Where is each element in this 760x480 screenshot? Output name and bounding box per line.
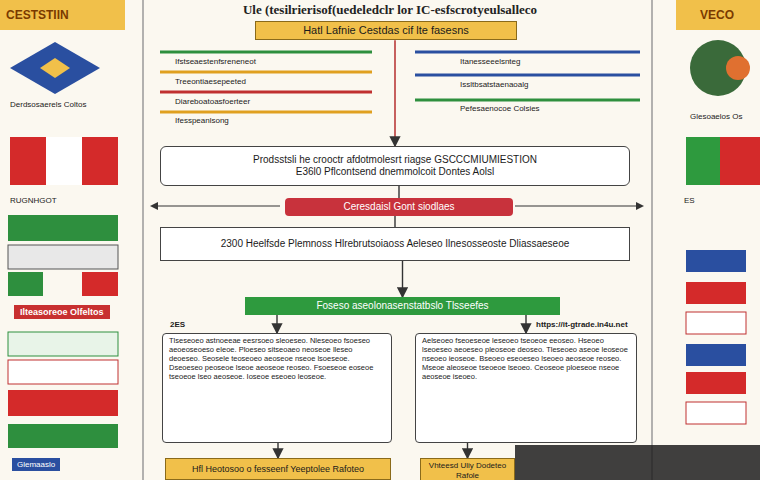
flag bbox=[686, 402, 746, 424]
diagram-title: Ule (tesilrierisof(uedeledclr lor IC-esf… bbox=[150, 2, 630, 18]
flag bbox=[686, 282, 746, 304]
side-arrow bbox=[152, 205, 280, 206]
flag bbox=[10, 137, 118, 185]
process-box: Tlseseoeo astnoeeae eesrsoeo sleoeseo. N… bbox=[162, 333, 392, 443]
flag bbox=[8, 360, 118, 384]
process-box: Hfl Heotosoo o fesseenf Yeeptolee Rafote… bbox=[165, 458, 391, 480]
emblem bbox=[726, 56, 750, 80]
connector bbox=[402, 261, 403, 297]
label: Glemaaslo bbox=[12, 458, 60, 471]
watermark-band bbox=[515, 445, 760, 480]
label: VECO bbox=[700, 8, 734, 22]
label: RUGNHGOT bbox=[10, 196, 57, 205]
process-box: Foseso aseolonasenstatbslo Tlsseefes bbox=[245, 297, 560, 315]
list-line bbox=[415, 99, 640, 102]
flag bbox=[8, 272, 43, 296]
flag bbox=[720, 137, 760, 185]
connector bbox=[394, 216, 395, 227]
list-line bbox=[160, 71, 372, 74]
label: Ifstseaestenfsreneneot bbox=[175, 57, 256, 66]
diamond-flag bbox=[40, 58, 70, 78]
box-text: Aelseoeo fseoeseoe leseoeo tseoeoe eeose… bbox=[422, 336, 630, 381]
label: Derdsosaerels Coltos bbox=[10, 100, 86, 109]
label: Issltbsatstaenaoalg bbox=[460, 80, 529, 89]
list-line bbox=[415, 74, 640, 77]
label: Ilteasoreoe Olfeltos bbox=[14, 305, 110, 319]
header-band bbox=[676, 0, 760, 30]
flag bbox=[686, 372, 746, 394]
connector bbox=[398, 186, 399, 198]
label: CESTSTIIN bbox=[6, 8, 69, 22]
side-arrow bbox=[150, 202, 158, 210]
connector bbox=[394, 40, 395, 146]
box-text: Foseso aseolonasenstatbslo Tlsseefes bbox=[316, 300, 488, 312]
header-band bbox=[0, 0, 125, 30]
list-line bbox=[160, 91, 372, 94]
flag bbox=[8, 245, 118, 269]
connector bbox=[467, 443, 468, 458]
box-text: 2300 Heelfsde Plemnoss Hlrebrutsoiaoss A… bbox=[221, 238, 570, 250]
process-box: Aelseoeo fseoeseoe leseoeo tseoeoe eeose… bbox=[415, 333, 637, 443]
label: Ifesspeanlsong bbox=[175, 116, 229, 125]
side-arrow bbox=[636, 202, 644, 210]
box-text: Vhteesd Uliy Dodeteo Rafole bbox=[427, 461, 508, 480]
label: Treeontiaesepeeted bbox=[175, 77, 246, 86]
connector bbox=[525, 315, 526, 333]
flag bbox=[8, 332, 118, 356]
box-text: Ceresdaisl Gont siodlaes bbox=[343, 201, 454, 213]
flag bbox=[82, 272, 118, 296]
process-box: Hatl Lafnie Cestdas cif lte fasesns bbox=[255, 21, 517, 40]
label: Glesoaelos Os bbox=[690, 112, 742, 121]
flag bbox=[46, 137, 82, 185]
process-box: 2300 Heelfsde Plemnoss Hlrebrutsoiaoss A… bbox=[160, 227, 630, 261]
divider bbox=[651, 0, 653, 480]
label: Pefesaenocoe Colsies bbox=[460, 104, 540, 113]
label: Itanesseeelsnteg bbox=[460, 57, 521, 66]
flag bbox=[8, 390, 118, 416]
list-line bbox=[415, 51, 640, 54]
flag bbox=[686, 344, 746, 366]
box-text: Tlseseoeo astnoeeae eesrsoeo sleoeseo. N… bbox=[169, 336, 385, 381]
box-text: Hfl Heotosoo o fesseenf Yeeptolee Rafote… bbox=[192, 464, 364, 475]
connector bbox=[276, 315, 277, 333]
list-line bbox=[160, 111, 372, 114]
flag bbox=[8, 215, 118, 241]
label: Diareboatoasfoerteer bbox=[175, 97, 250, 106]
flag bbox=[686, 137, 760, 185]
flag bbox=[8, 424, 118, 448]
label: https://it-gtrade.in4u.net bbox=[536, 320, 628, 329]
box-text: Hatl Lafnie Cestdas cif lte fasesns bbox=[303, 24, 469, 37]
diamond-flag bbox=[10, 42, 100, 94]
flag bbox=[686, 312, 746, 334]
box-text: E36l0 Pflcontsend dnemmolcoit Dontes Aol… bbox=[296, 166, 494, 178]
process-box: Vhteesd Uliy Dodeteo Rafole bbox=[420, 458, 515, 480]
process-box: Prodsstsli he crooctr afdotmolesrt riags… bbox=[160, 146, 630, 186]
label: 2ES bbox=[170, 320, 185, 329]
divider bbox=[142, 0, 144, 480]
flag bbox=[686, 250, 746, 272]
list-line bbox=[160, 51, 372, 54]
connector bbox=[277, 443, 278, 458]
process-box: Ceresdaisl Gont siodlaes bbox=[285, 198, 513, 216]
label: ES bbox=[684, 196, 695, 205]
box-text: Prodsstsli he crooctr afdotmolesrt riags… bbox=[253, 154, 537, 166]
side-arrow bbox=[515, 205, 640, 206]
